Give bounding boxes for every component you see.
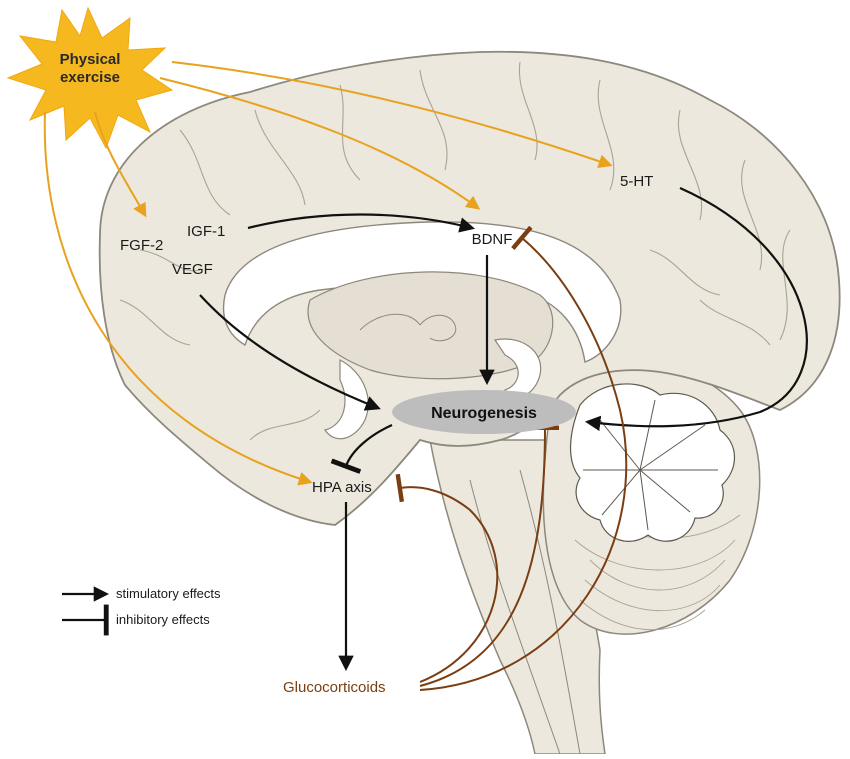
label-glucocorticoids: Glucocorticoids <box>283 679 386 696</box>
corpus-callosum <box>222 221 622 363</box>
stimulatory-arrows <box>199 186 808 672</box>
label-bdnf: BDNF <box>472 231 513 248</box>
arrow-5ht-to-neurogenesis <box>584 186 808 432</box>
arrow-exercise-to-5ht <box>171 61 613 168</box>
label-5ht: 5-HT <box>620 173 653 190</box>
inhibit-gc-to-bdnf <box>419 225 628 691</box>
label-fgf2: FGF-2 <box>120 237 163 254</box>
inhibit-gc-to-hpa <box>395 473 499 683</box>
exercise-arrows <box>43 61 613 486</box>
arrow-exercise-to-bdnf <box>159 77 481 210</box>
legend-inhibitory-label: inhibitory effects <box>116 612 210 627</box>
label-igf1: IGF-1 <box>187 223 225 240</box>
neurogenesis-label: Neurogenesis <box>431 405 537 422</box>
glucocorticoid-inhibitions <box>395 225 628 691</box>
burst-shape <box>6 6 174 150</box>
exercise-label-line1: Physical <box>60 51 121 68</box>
arrow-vegf-to-neurogenesis <box>199 294 381 411</box>
arrow-exercise-to-hpa <box>43 111 313 486</box>
label-vegf: VEGF <box>172 261 213 278</box>
inhibit-gc-to-neurogenesis <box>419 425 560 687</box>
inhibit-neurogenesis-to-hpa <box>330 423 393 474</box>
arrow-igf1-to-bdnf <box>247 213 475 233</box>
legend-stimulatory-label: stimulatory effects <box>116 586 221 601</box>
legend: stimulatory effects inhibitory effects <box>62 586 221 636</box>
neurogenesis-oval <box>392 390 576 434</box>
exercise-label-line2: exercise <box>60 69 120 86</box>
arrow-exercise-to-fgf2 <box>94 111 147 218</box>
neurogenesis-node: Neurogenesis <box>392 390 576 434</box>
label-hpa-axis: HPA axis <box>312 479 372 496</box>
physical-exercise-burst: Physical exercise <box>6 6 174 150</box>
